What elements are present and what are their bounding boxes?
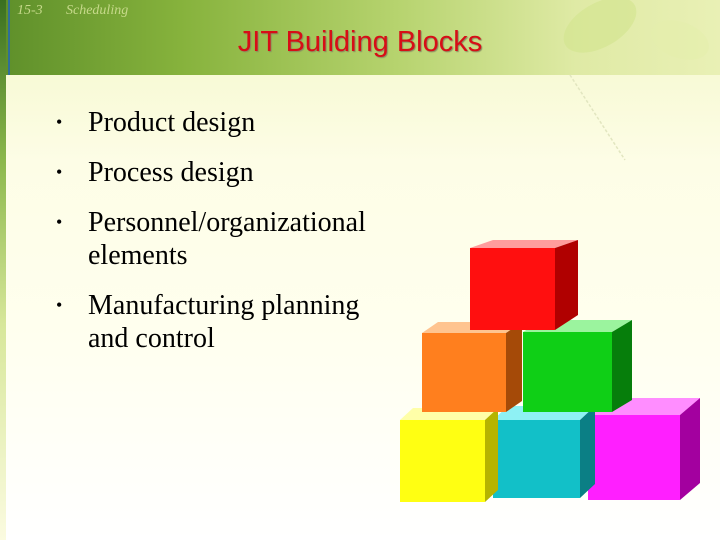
red-block (470, 240, 578, 330)
left-accent-stripe (0, 0, 6, 540)
slide-title-text: JIT Building Blocks (237, 26, 483, 58)
bullet-item: • Product design (56, 106, 416, 139)
bullet-dot-icon: • (56, 112, 63, 132)
bullet-dot-icon: • (56, 212, 63, 232)
bullet-list: • Product design • Process design • Pers… (56, 106, 416, 372)
bullet-item: • Manufacturing planning and control (56, 289, 378, 355)
bullet-item: • Personnel/organizational elements (56, 206, 418, 272)
section-label: Scheduling (66, 3, 129, 18)
bullet-item: • Process design (56, 156, 416, 189)
cyan-block (493, 406, 595, 498)
orange-block (422, 322, 522, 412)
slide-number: 15-3 (17, 3, 43, 18)
bullet-dot-icon: • (56, 295, 63, 315)
bullet-dot-icon: • (56, 162, 63, 182)
bullet-text: Manufacturing planning and control (88, 290, 360, 354)
left-accent-line (8, 0, 10, 75)
bullet-text: Process design (88, 157, 254, 188)
bullet-text: Personnel/organizational elements (88, 207, 366, 271)
building-blocks-illustration (400, 240, 700, 502)
bullet-text: Product design (88, 107, 256, 138)
green-block (523, 320, 632, 412)
slide-title: JIT Building Blocks (0, 26, 720, 59)
magenta-block (588, 398, 700, 500)
yellow-block (400, 408, 498, 502)
